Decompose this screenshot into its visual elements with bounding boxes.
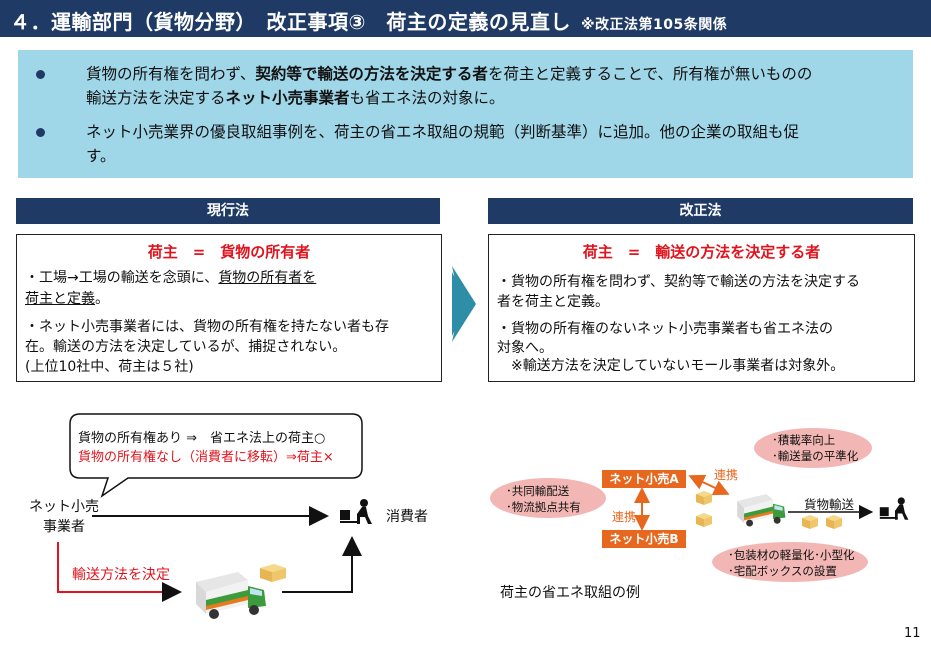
bullet1-part4: も省エネ法の対象に。 [349, 89, 505, 107]
oval-top-line1: ･積載率向上 [772, 433, 836, 447]
package-icon [696, 491, 712, 505]
bullet1-part2: を荷主と定義することで、所有権が無いものの [487, 65, 813, 83]
revised-law-line2: 者を荷主と定義。 [497, 294, 609, 310]
current-law-line2-end: 。 [95, 291, 109, 307]
revised-law-line4: 対象へ。 [497, 340, 553, 356]
bullet-dot-icon [36, 128, 45, 137]
online-retailer-line2: 事業者 [43, 519, 85, 535]
revised-law-line3: ・貨物の所有権のないネット小売事業者も省エネ法の [497, 321, 833, 337]
revised-law-box: 荷主 = 輸送の方法を決定する者 ・貨物の所有権を問わず、契約等で輸送の方法を決… [488, 234, 915, 382]
page-title: ４．運輸部門（貨物分野） 改正事項③ 荷主の定義の見直し ※改正法第105条関係 [10, 6, 727, 35]
current-law-line1b: 貨物の所有者を [218, 270, 317, 286]
bullet-dot-icon [36, 70, 45, 79]
current-law-box: 荷主 = 貨物の所有者 ・工場→工場の輸送を念頭に、貨物の所有者を 荷主と定義。… [16, 234, 442, 382]
current-law-line4: 在。輸送の方法を決定しているが、捕捉されない。 [25, 339, 347, 355]
right-flow-arrows [634, 474, 874, 531]
right-diagram-caption: 荷主の省エネ取組の例 [500, 585, 640, 601]
package-icon [260, 564, 286, 582]
current-law-line5: (上位10社中、荷主は５社) [25, 359, 194, 375]
summary-bullet-2: ネット小売業界の優良取組事例を、荷主の省エネ取組の規範（判断基準）に追加。他の企… [36, 120, 896, 168]
online-retailer-line1: ネット小売 [29, 499, 99, 515]
oval-bottom-line1: ･包装材の軽量化･小型化 [728, 548, 855, 562]
oval-top-line2: ･輸送量の平準化 [772, 449, 859, 463]
oval-left-line1: ･共同輸配送 [506, 484, 570, 498]
revised-law-line1: ・貨物の所有権を問わず、契約等で輸送の方法を決定する [497, 274, 861, 290]
oval-bottom-line2: ･宅配ボックスの設置 [728, 564, 837, 578]
page-header: ４．運輸部門（貨物分野） 改正事項③ 荷主の定義の見直し ※改正法第105条関係 [0, 0, 931, 37]
oval-left [490, 478, 606, 518]
consumer-desk-icon [879, 497, 909, 520]
decide-transport-label: 輸送方法を決定 [72, 567, 170, 583]
oval-left-line2: ･物流拠点共有 [506, 500, 581, 514]
bubble-line-owner: 貨物の所有権あり ⇒ 省エネ法上の荷主○ [78, 431, 326, 446]
current-law-line3: ・ネット小売事業者には、貨物の所有権を持たない者も存 [25, 319, 389, 335]
delivery-label: 貨物輸送 [804, 497, 855, 512]
summary-bullet-1-text: 貨物の所有権を問わず、契約等で輸送の方法を決定する者を荷主と定義することで、所有… [86, 62, 906, 110]
consumer-desk-icon [340, 499, 372, 524]
revised-law-header: 改正法 [488, 198, 913, 224]
packages-icon [802, 515, 842, 529]
revised-law-title: 荷主 = 輸送の方法を決定する者 [582, 243, 821, 261]
bullet2-line2: す。 [86, 147, 116, 165]
transition-arrow-icon [452, 266, 476, 342]
revised-law-line5: ※輸送方法を決定していないモール事業者は対象外。 [511, 358, 845, 374]
truck-icon [196, 572, 266, 619]
current-law-line1: ・工場→工場の輸送を念頭に、貨物の所有者を [25, 268, 316, 288]
current-law-line2-text: 荷主と定義 [25, 291, 95, 307]
current-law-line1a: ・工場→工場の輸送を念頭に、 [25, 270, 219, 286]
current-law-title: 荷主 = 貨物の所有者 [147, 243, 311, 261]
online-retailer-label: ネット小売 事業者 [24, 496, 104, 536]
speech-bubble-shape [69, 413, 363, 498]
page-title-text: ４．運輸部門（貨物分野） 改正事項③ 荷主の定義の見直し [10, 10, 571, 34]
bullet1-bold1: 契約等で輸送の方法を決定する者 [255, 65, 488, 83]
oval-top [754, 428, 872, 468]
oval-bottom [712, 542, 868, 582]
bullet1-part3: 輸送方法を決定する [86, 89, 226, 107]
link-label-diagonal: 連携 [714, 468, 739, 482]
summary-bullet-2-text: ネット小売業界の優良取組事例を、荷主の省エネ取組の規範（判断基準）に追加。他の企… [86, 120, 906, 168]
bullet1-part1: 貨物の所有権を問わず、 [86, 65, 256, 83]
summary-bullet-1: 貨物の所有権を問わず、契約等で輸送の方法を決定する者を荷主と定義することで、所有… [36, 62, 896, 110]
current-law-header: 現行法 [16, 198, 440, 224]
consumer-label: 消費者 [386, 509, 428, 525]
left-flow-arrows [57, 506, 362, 602]
bullet1-bold2: ネット小売事業者 [225, 89, 350, 107]
page-subtitle: ※改正法第105条関係 [580, 17, 728, 33]
bullet2-line1: ネット小売業界の優良取組事例を、荷主の省エネ取組の規範（判断基準）に追加。他の企… [86, 123, 800, 141]
truck-icon [737, 494, 786, 527]
page-number: 11 [904, 626, 921, 641]
package-icon [696, 513, 712, 527]
link-label-vertical: 連携 [612, 510, 637, 524]
summary-box: 貨物の所有権を問わず、契約等で輸送の方法を決定する者を荷主と定義することで、所有… [18, 50, 913, 178]
bubble-line-not-owner: 貨物の所有権なし（消費者に移転）⇒荷主× [78, 450, 334, 465]
current-law-line2: 荷主と定義。 [25, 289, 109, 309]
